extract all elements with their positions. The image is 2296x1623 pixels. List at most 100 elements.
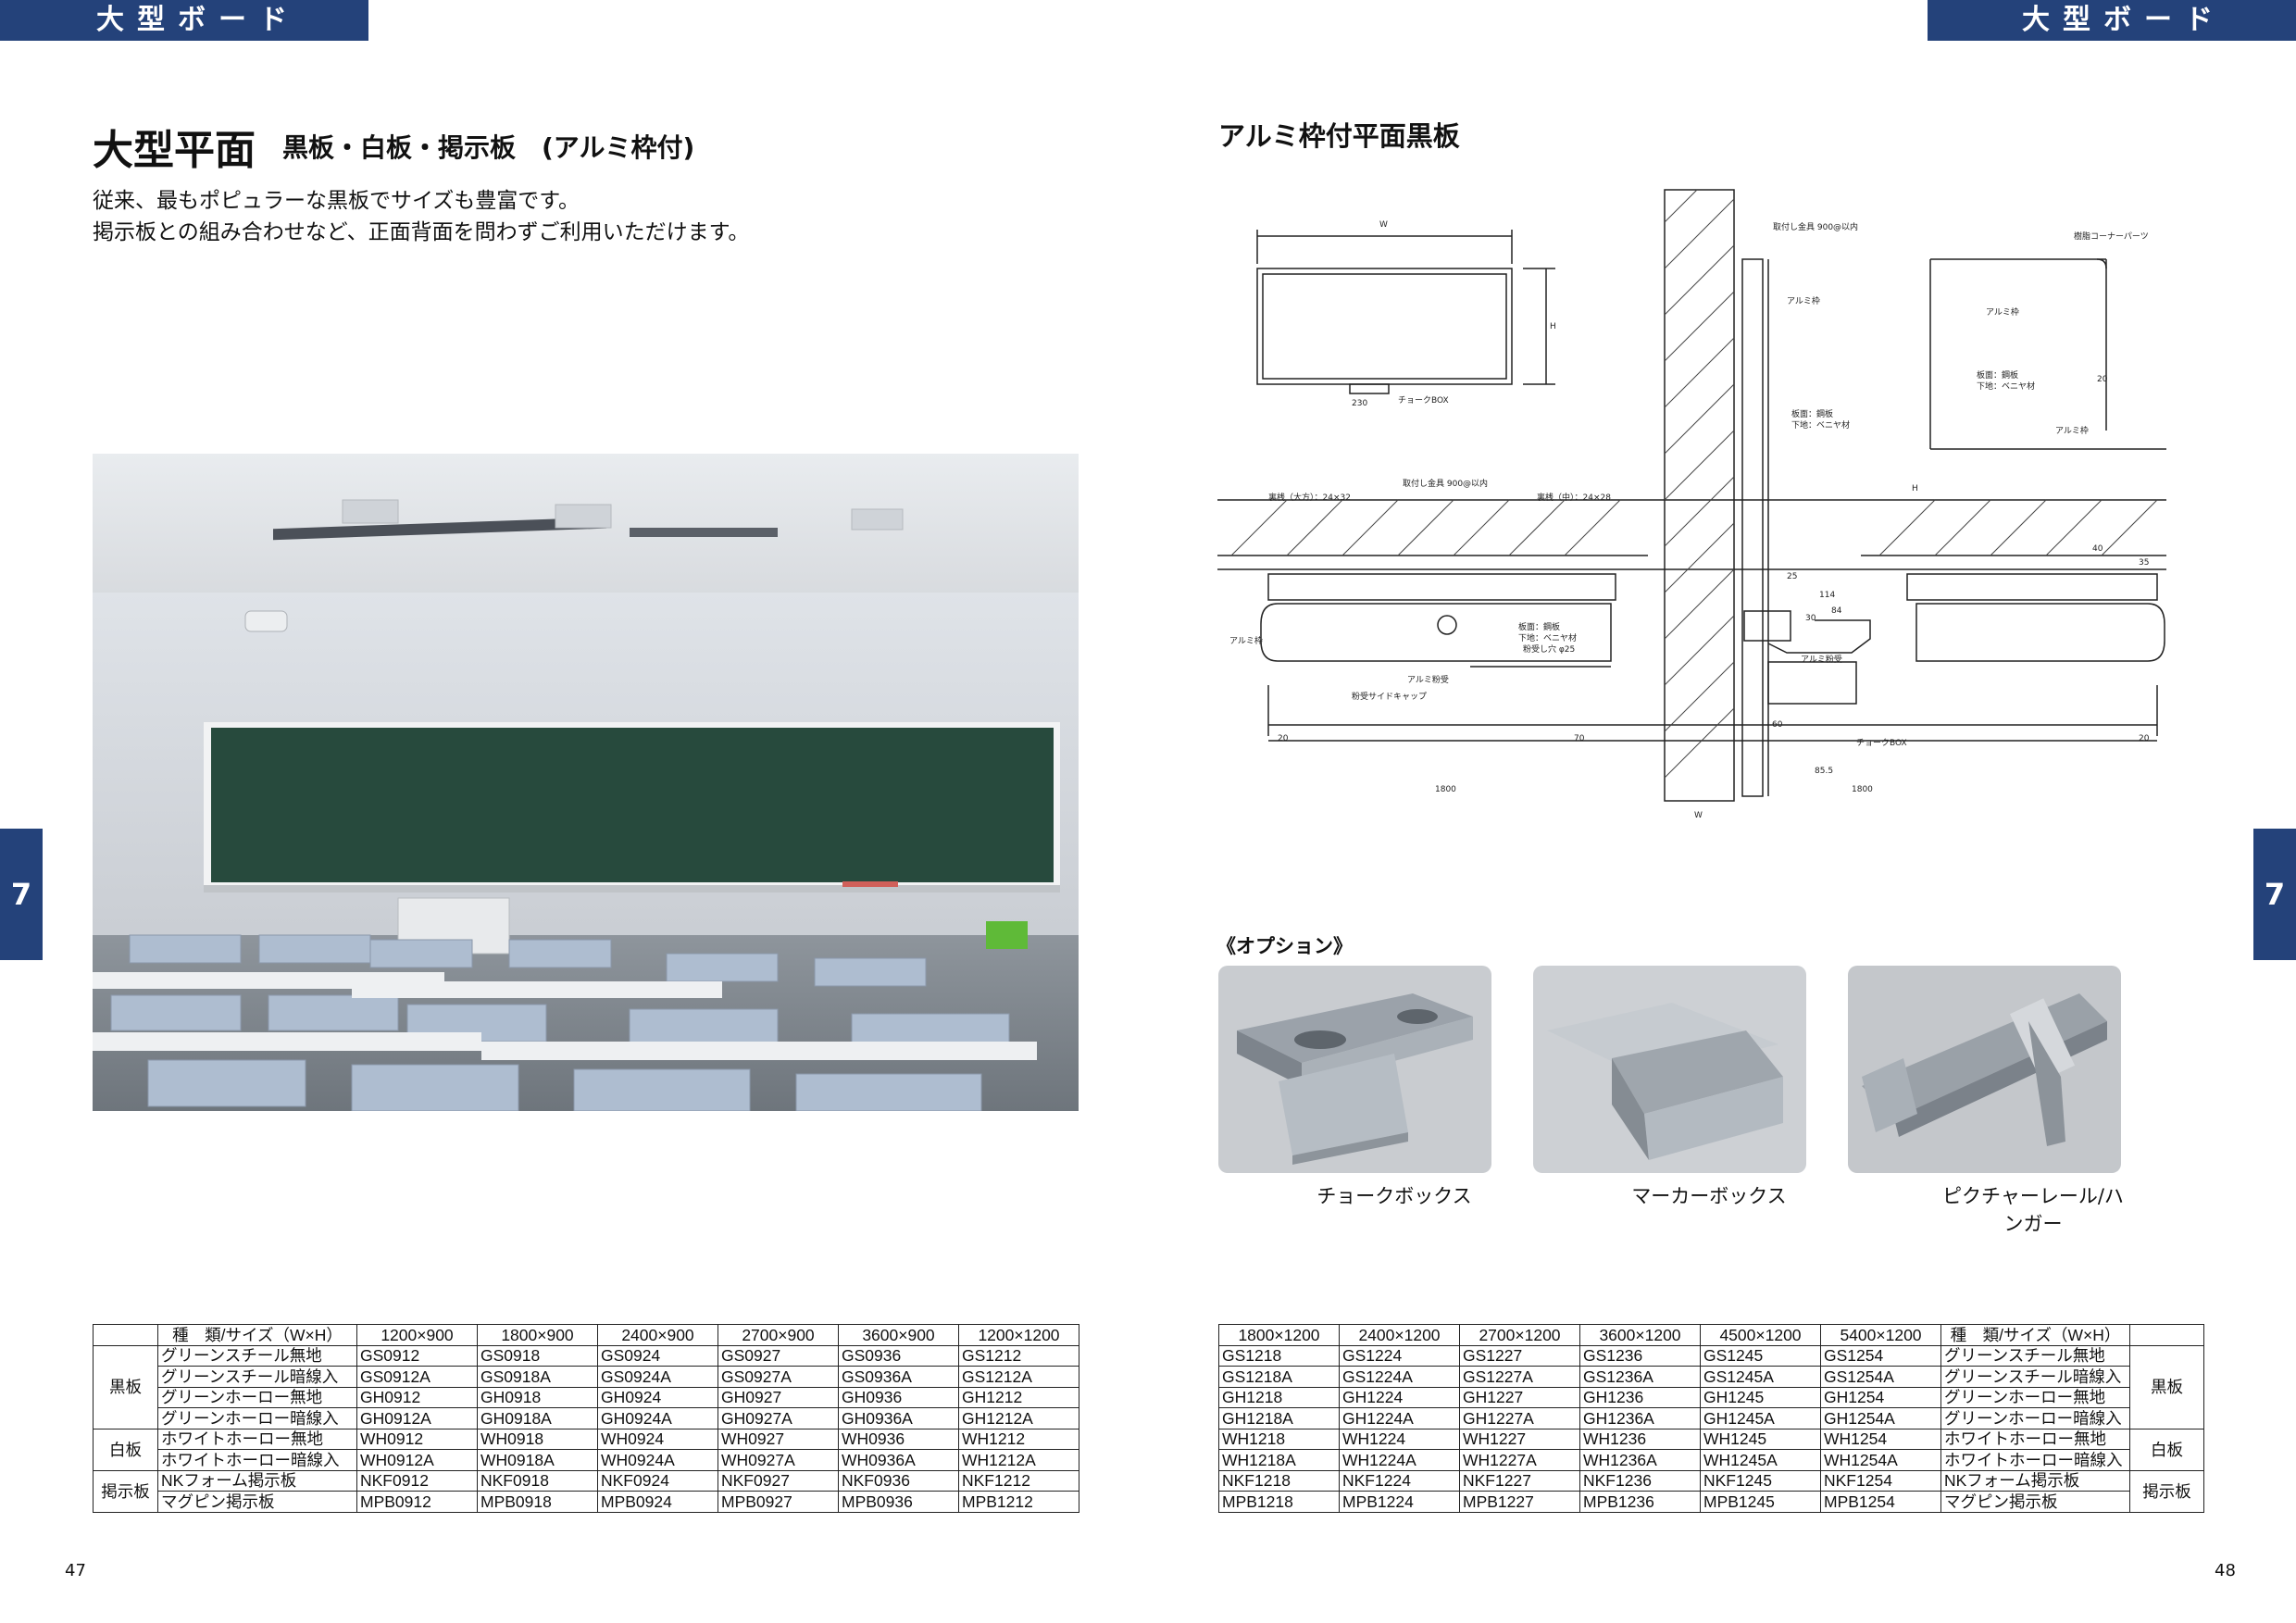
label-trough-cap: 粉受サイドキャップ (1352, 691, 1427, 702)
classroom-illustration (93, 454, 1079, 1111)
table-cell: GH0912 (356, 1386, 478, 1408)
header-title-right: 大型ボード (2022, 4, 2226, 36)
table-cell: GS1218 (1218, 1344, 1340, 1367)
table-cell: GS1236 (1579, 1344, 1701, 1367)
label-corner-parts: 樹脂コーナーパーツ (2074, 231, 2149, 242)
table-cell: ホワイトホーロー暗線入 (157, 1449, 357, 1471)
table-cell: NKF1254 (1820, 1469, 1941, 1492)
page-subtitle: 黒板・白板・掲示板 (アルミ枠付) (282, 132, 695, 163)
table-category-cell: 黒板 (2129, 1344, 2204, 1429)
table-cell: ホワイトホーロー無地 (157, 1428, 357, 1450)
table-cell: GS0924A (597, 1366, 718, 1388)
dim-114: 114 (1819, 591, 1835, 600)
section-number-right: 7 (2264, 877, 2286, 912)
table-header-cell: 2400×900 (597, 1324, 718, 1346)
option-image-picture-rail (1848, 966, 2121, 1173)
dim-84: 84 (1831, 606, 1842, 616)
table-cell: NKF1245 (1700, 1469, 1821, 1492)
table-header-cell: 2400×1200 (1339, 1324, 1460, 1346)
table-cell: GS1218A (1218, 1366, 1340, 1388)
dim-h-front: H (1550, 322, 1556, 331)
table-cell: GS1236A (1579, 1366, 1701, 1388)
dim-40: 40 (2092, 544, 2103, 554)
table-cell: WH0912 (356, 1428, 478, 1450)
table-cell: WH1227 (1459, 1428, 1580, 1450)
table-cell: GH1227A (1459, 1407, 1580, 1429)
dim-1800-a: 1800 (1435, 785, 1456, 794)
table-cell: WH1224A (1339, 1449, 1460, 1471)
technical-drawing: W H 230 チョークBOX 取付し金具 900@以内 アルミ枠 板面：鋼板 … (1213, 185, 2176, 833)
dim-30: 30 (1805, 614, 1816, 623)
section-tab-right: 7 (2253, 829, 2296, 960)
option-image-chalk-box (1218, 966, 1491, 1173)
table-cell: GS1212 (958, 1344, 1079, 1367)
options-label: 《オプション》 (1217, 935, 1353, 957)
marker-box-illustration (1533, 966, 1806, 1173)
picture-rail-illustration (1848, 966, 2121, 1173)
table-cell: GH1227 (1459, 1386, 1580, 1408)
table-cell: NKF0927 (718, 1469, 839, 1492)
table-cell: NKF0924 (597, 1469, 718, 1492)
table-cell: GS0918 (477, 1344, 598, 1367)
header-bar-right: 大型ボード (1928, 0, 2296, 41)
table-cell: グリーンホーロー無地 (1940, 1386, 2130, 1408)
table-cell: GH0927 (718, 1386, 839, 1408)
header-title-left: 大型ボード (96, 4, 300, 36)
table-header-cell: 種 類/サイズ（W×H） (1940, 1324, 2130, 1346)
table-cell: WH0924 (597, 1428, 718, 1450)
table-cell: GS0918A (477, 1366, 598, 1388)
table-header-cell: 1200×900 (356, 1324, 478, 1346)
table-header-cell: 1800×1200 (1218, 1324, 1340, 1346)
table-cell: WH0918A (477, 1449, 598, 1471)
table-cell: NKF1236 (1579, 1469, 1701, 1492)
table-header-cell: 3600×900 (838, 1324, 959, 1346)
table-cell: WH0918 (477, 1428, 598, 1450)
dim-25: 25 (1787, 572, 1797, 581)
label-aluminum-frame-3: アルミ枠 (2055, 425, 2089, 436)
table-header-cell: 2700×1200 (1459, 1324, 1580, 1346)
dim-h-section: H (1912, 484, 1918, 493)
table-cell: NKF1212 (958, 1469, 1079, 1492)
table-cell: ホワイトホーロー暗線入 (1940, 1449, 2130, 1471)
table-cell: GS1212A (958, 1366, 1079, 1388)
label-chalk-box: チョークBOX (1398, 395, 1449, 406)
classroom-photo (93, 454, 1079, 1111)
table-cell: NKF0912 (356, 1469, 478, 1492)
section-tab-left: 7 (0, 829, 43, 960)
table-category-cell: 白板 (2129, 1428, 2204, 1471)
table-cell: MPB1236 (1579, 1491, 1701, 1513)
label-rib-large: 裏桟（大方）：24×32 (1268, 492, 1351, 503)
table-cell: WH1212 (958, 1428, 1079, 1450)
table-cell: WH1224 (1339, 1428, 1460, 1450)
page-number-right: 48 (2215, 1561, 2236, 1580)
section-number-left: 7 (10, 877, 32, 912)
table-cell: GS1254A (1820, 1366, 1941, 1388)
dim-1800-b: 1800 (1852, 785, 1873, 794)
table-header-cell: 5400×1200 (1820, 1324, 1941, 1346)
label-chalk-hole: 粉受し穴 φ25 (1523, 643, 1575, 655)
table-cell: MPB1227 (1459, 1491, 1580, 1513)
page-number-left: 47 (65, 1561, 86, 1580)
table-cell: グリーンホーロー暗線入 (157, 1407, 357, 1429)
table-cell: GS1245A (1700, 1366, 1821, 1388)
option-caption-marker-box: マーカーボックス (1631, 1185, 1787, 1207)
dim-w-section: W (1694, 811, 1703, 820)
table-cell: GH0924 (597, 1386, 718, 1408)
dim-w-front: W (1379, 220, 1388, 230)
table-cell: WH1236 (1579, 1428, 1701, 1450)
table-cell: グリーンスチール無地 (1940, 1344, 2130, 1367)
table-cell: GH0936A (838, 1407, 959, 1429)
label-base-2: 下地：ベニヤ材 (1977, 381, 2035, 392)
table-cell: GS0936A (838, 1366, 959, 1388)
